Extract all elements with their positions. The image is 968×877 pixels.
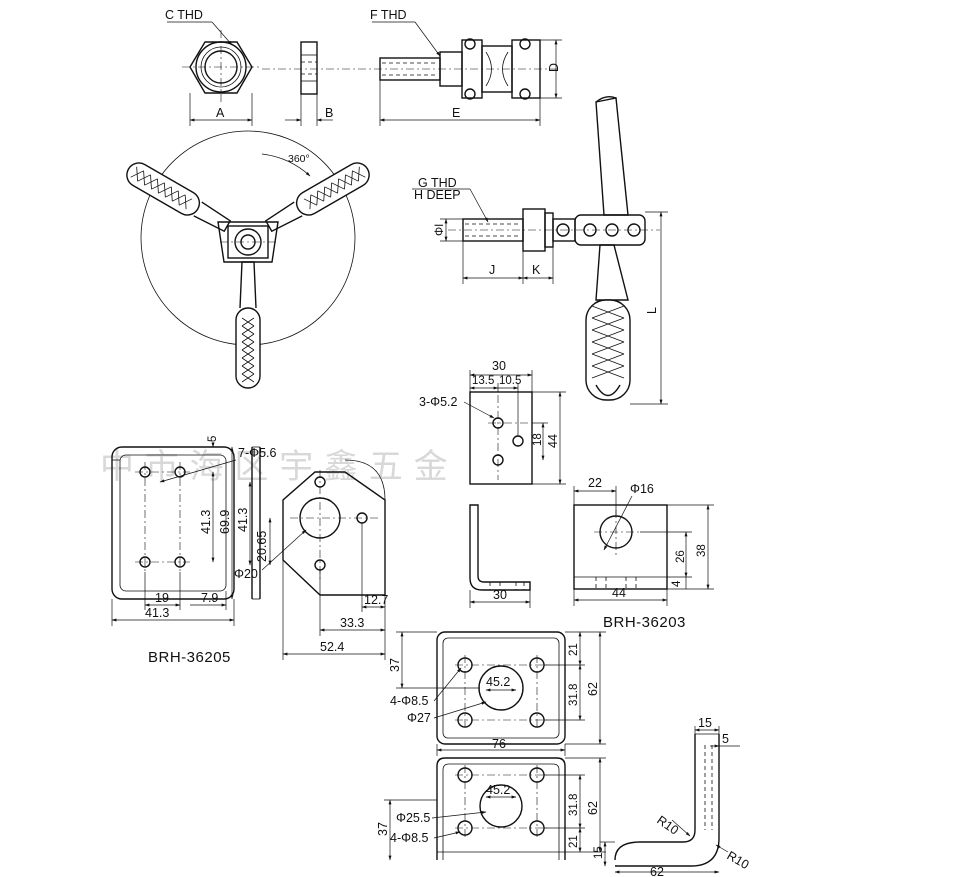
nut-side-view: B [285,41,333,126]
dim-44-v: 44 [546,434,560,448]
dim-38: 38 [696,544,708,557]
dim-31-8-a: 31.8 [568,684,580,706]
brh-36205-drawing: 5 7-Φ5.6 41.3 69.9 41.3 20.65 Φ20 19 7.9… [111,436,388,666]
dim-holes-7: 7-Φ5.6 [238,446,277,460]
dim-5-bracket: 5 [722,732,729,746]
dim-5: 5 [207,436,219,442]
label-d: D [547,63,561,72]
dim-4: 4 [671,580,683,587]
label-k: K [532,263,541,277]
three-arm-handle-view: 360° [126,130,370,389]
label-j: J [489,263,495,277]
dim-37-a: 37 [388,658,402,672]
dim-69-9: 69.9 [218,510,232,534]
dim-62-bracket: 62 [650,865,664,877]
dim-52-4: 52.4 [320,640,344,654]
dim-26: 26 [675,550,687,563]
dim-phi-27: Φ27 [407,711,431,725]
label-e: E [452,106,460,120]
dim-22: 22 [588,476,602,490]
dim-10-5: 10.5 [499,375,521,387]
plate-b-drawing: 45.2 37 Φ25.5 4-Φ8.5 31.8 62 21 [376,757,606,861]
dim-30-top: 30 [492,359,506,373]
dim-41-3-b: 41.3 [236,508,250,532]
dim-76: 76 [492,737,506,751]
dim-31-8-b: 31.8 [568,794,580,816]
nut-front-view: C THD A [165,8,262,126]
dim-18: 18 [532,433,544,446]
dim-33-3: 33.3 [340,616,364,630]
dim-holes-4-b: 4-Φ8.5 [390,831,429,845]
dim-phi-16: Φ16 [630,482,654,496]
dim-62-a: 62 [586,682,600,696]
dim-13-5: 13.5 [472,375,494,387]
dim-7-9: 7.9 [201,591,218,605]
model-brh-36203: BRH-36203 [603,614,686,631]
label-b: B [325,106,333,120]
dim-holes-4-a: 4-Φ8.5 [390,694,429,708]
model-brh-36205: BRH-36205 [148,649,231,666]
dim-21-a: 21 [568,643,580,656]
dim-45-2-b: 45.2 [486,783,510,797]
dim-37-b: 37 [376,822,390,836]
label-a: A [216,106,225,120]
dim-44-h: 44 [612,586,626,600]
dim-21-b: 21 [568,835,580,848]
plate-a-drawing: 45.2 37 4-Φ8.5 Φ27 21 31.8 62 76 [388,631,606,756]
label-f-thd: F THD [370,8,407,22]
label-c-thd: C THD [165,8,203,22]
dim-41-3-c: 41.3 [145,606,169,620]
dim-41-3-a: 41.3 [199,510,213,534]
dim-45-2-a: 45.2 [486,675,510,689]
brh-36203-drawing: 30 13.5 10.5 3-Φ5.2 18 44 30 [419,359,714,631]
dim-20-65: 20.65 [255,531,269,562]
label-h-deep: H DEEP [414,188,461,202]
plunger-top-view: F THD D E [262,8,562,126]
label-l: L [645,307,659,314]
dim-15-left: 15 [593,846,605,859]
dim-holes-3: 3-Φ5.2 [419,395,458,409]
dim-62-b: 62 [586,801,600,815]
dim-phi-20: Φ20 [234,567,258,581]
bent-bracket-drawing: 15 5 R10 R10 15 62 [593,716,751,877]
watermark: 中 市 海 区 宇 鑫 五 金 [100,447,448,487]
dim-r10-b: R10 [725,848,752,872]
side-plunger-view: G THD H DEEP ΦI J K L [412,95,668,405]
dim-19: 19 [155,591,169,605]
label-rotation: 360° [288,153,310,165]
dim-15-top: 15 [698,716,712,730]
label-g-thd: G THD [418,176,457,190]
dim-30-side: 30 [493,588,507,602]
dim-phi-25-5: Φ25.5 [396,811,430,825]
label-phi-i: ΦI [434,224,446,236]
dim-12-7: 12.7 [364,593,388,607]
dim-r10-a: R10 [654,813,681,838]
